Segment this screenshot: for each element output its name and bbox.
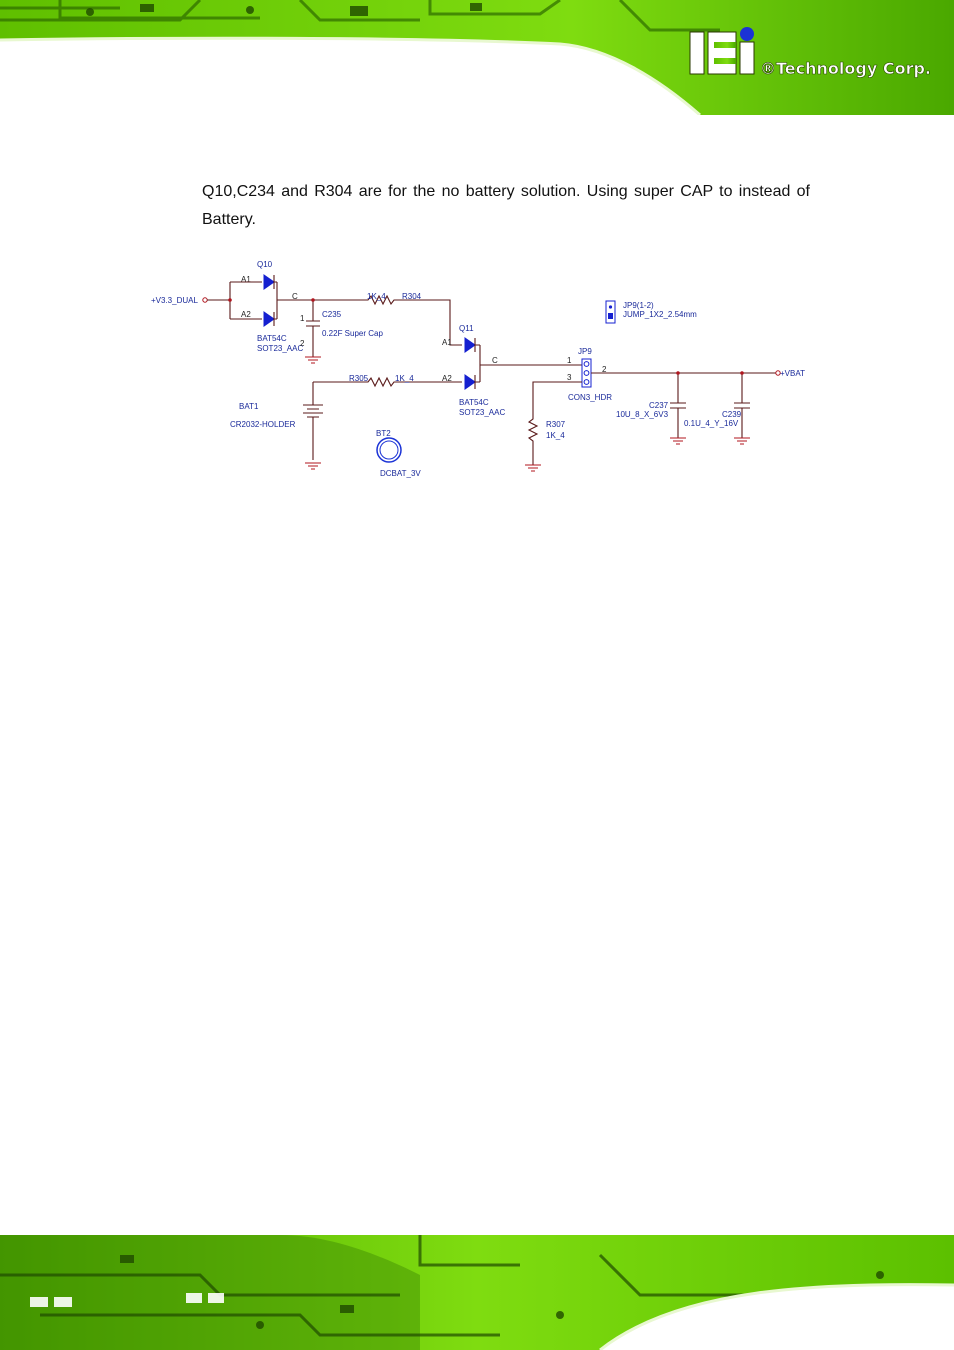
c239-value: 0.1U_4_Y_16V bbox=[684, 419, 739, 428]
q11-pin-a1: A1 bbox=[442, 338, 452, 347]
q11-ref: Q11 bbox=[459, 324, 474, 333]
r305-ref: R305 bbox=[349, 374, 369, 383]
c235-ref: C235 bbox=[322, 310, 342, 319]
q10-pin-a2: A2 bbox=[241, 310, 251, 319]
company-name: ®Technology Corp. bbox=[760, 59, 931, 78]
net-port-icon bbox=[202, 297, 208, 303]
q11-part: BAT54C bbox=[459, 398, 489, 407]
q10-part: BAT54C bbox=[257, 334, 287, 343]
jp9-ref: JP9 bbox=[578, 347, 592, 356]
c237-ref: C237 bbox=[649, 401, 669, 410]
jp9-legend-line2: JUMP_1X2_2.54mm bbox=[623, 310, 697, 319]
ground-icon bbox=[525, 464, 541, 472]
jp9-pin3: 3 bbox=[567, 373, 572, 382]
c237-value: 10U_8_X_6V3 bbox=[616, 410, 669, 419]
c239-ref: C239 bbox=[722, 410, 742, 419]
header-banner: ®Technology Corp. bbox=[0, 0, 954, 115]
coin-cell-icon bbox=[376, 437, 402, 463]
footer-banner bbox=[0, 1235, 954, 1350]
q10-pin-a1: A1 bbox=[241, 275, 251, 284]
jumper-icon bbox=[605, 300, 616, 324]
q10-package: SOT23_AAC bbox=[257, 344, 303, 353]
company-logo: ®Technology Corp. bbox=[689, 27, 931, 78]
net-port-icon bbox=[775, 370, 781, 376]
jp9-part: CON3_HDR bbox=[568, 393, 612, 402]
r304-value: 1K_4 bbox=[367, 292, 386, 301]
q10-pin-c: C bbox=[292, 292, 298, 301]
jp9-pin1: 1 bbox=[567, 356, 572, 365]
net-vbat-label: +VBAT bbox=[780, 369, 805, 378]
diode-icon bbox=[464, 337, 476, 353]
diode-icon bbox=[263, 274, 275, 290]
diode-icon bbox=[263, 311, 275, 327]
r307-ref: R307 bbox=[546, 420, 566, 429]
q11-pin-a2: A2 bbox=[442, 374, 452, 383]
bt2-part: DCBAT_3V bbox=[380, 469, 421, 478]
r304-ref: R304 bbox=[402, 292, 422, 301]
jp9-pin2: 2 bbox=[602, 365, 607, 374]
diode-icon bbox=[464, 374, 476, 390]
ground-icon bbox=[670, 437, 686, 445]
bat1-ref: BAT1 bbox=[239, 402, 259, 411]
ground-icon bbox=[305, 356, 321, 364]
c235-pin2: 2 bbox=[300, 339, 305, 348]
header-connector-icon bbox=[581, 358, 592, 388]
r307-value: 1K_4 bbox=[546, 431, 565, 440]
ground-icon bbox=[305, 462, 321, 470]
q11-pin-c: C bbox=[492, 356, 498, 365]
bt2-ref: BT2 bbox=[376, 429, 391, 438]
ground-icon bbox=[734, 437, 750, 445]
bat1-part: CR2032-HOLDER bbox=[230, 420, 296, 429]
q10-ref: Q10 bbox=[257, 260, 273, 269]
jp9-legend-line1: JP9(1-2) bbox=[623, 301, 654, 310]
battery-circuit-schematic: +V3.3_DUAL Q10 A1 A2 C BAT54C SOT23_AAC … bbox=[151, 260, 805, 478]
c235-pin1: 1 bbox=[300, 314, 305, 323]
intro-paragraph: Q10,C234 and R304 are for the no battery… bbox=[202, 183, 810, 228]
q11-package: SOT23_AAC bbox=[459, 408, 505, 417]
r305-value: 1K_4 bbox=[395, 374, 414, 383]
c235-value: 0.22F Super Cap bbox=[322, 329, 383, 338]
net-v33-label: +V3.3_DUAL bbox=[151, 296, 198, 305]
